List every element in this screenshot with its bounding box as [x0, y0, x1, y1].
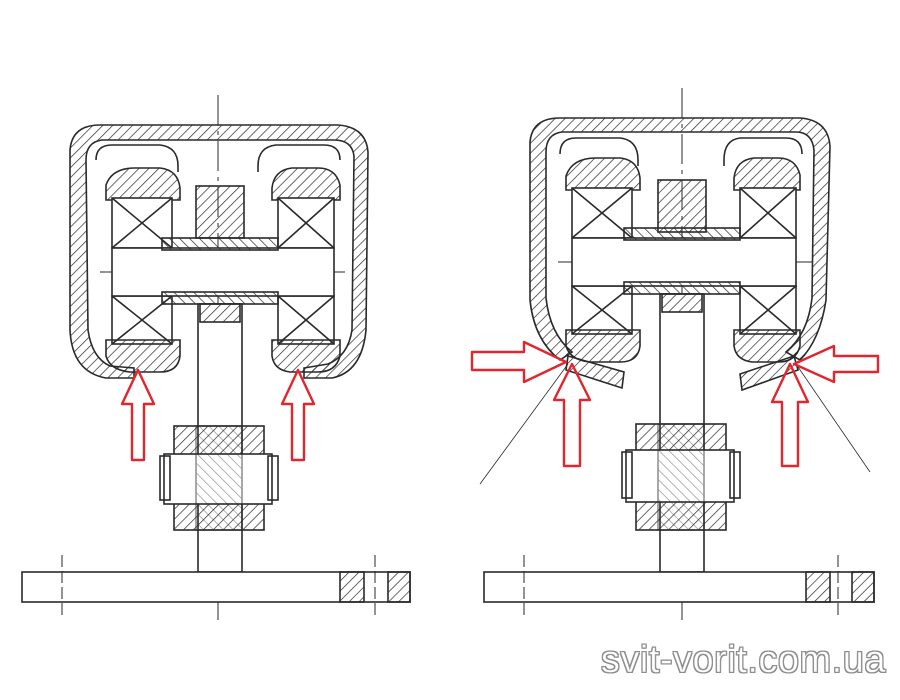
left-roller: [565, 157, 641, 363]
side-arrow-right: [792, 344, 880, 384]
center-block: [657, 179, 707, 233]
up-arrow-right: [770, 362, 810, 468]
axle: [111, 247, 335, 297]
right-figure: [479, 88, 875, 620]
construction-line-left: [479, 363, 569, 485]
rail-inner-right: [723, 137, 803, 166]
up-arrow-left: [120, 368, 156, 462]
side-arrow-left: [470, 340, 568, 384]
left-arrows: [120, 368, 316, 462]
center-block: [195, 185, 245, 239]
rail-inner-left: [95, 144, 179, 172]
rail-profile: [69, 124, 369, 379]
axle: [571, 237, 797, 287]
construction-line-right: [795, 363, 871, 473]
up-arrow-left: [552, 362, 592, 468]
left-figure: [21, 95, 411, 620]
watermark-text: svit-vorit.com.ua: [600, 639, 886, 682]
right-arrows: [470, 340, 880, 468]
right-roller: [733, 157, 801, 363]
left-roller: [105, 167, 181, 373]
rail-inner-right: [257, 144, 341, 172]
up-arrow-right: [280, 368, 316, 462]
right-roller: [271, 167, 341, 373]
rail-inner-left: [559, 137, 639, 166]
